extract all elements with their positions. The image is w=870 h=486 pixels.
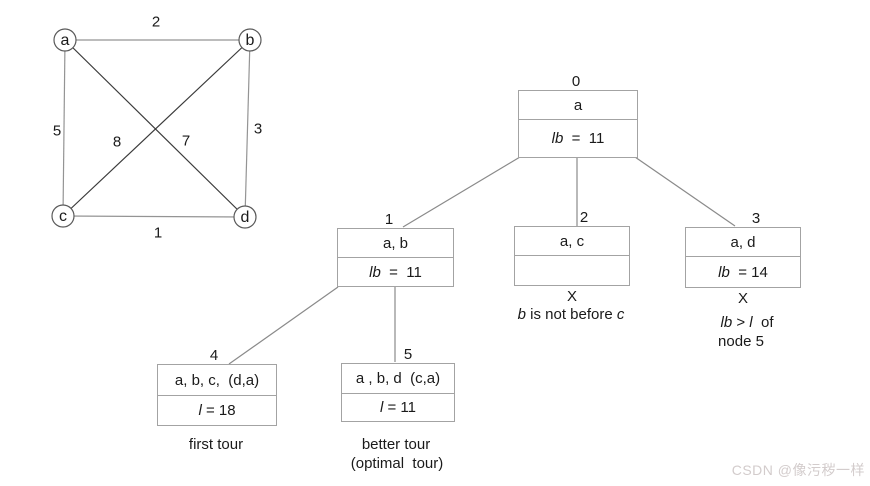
pruned-x-mark-node3: X bbox=[737, 290, 749, 307]
tree-node-5: 5 a , b, d (c,a) l = 11 bbox=[341, 347, 455, 422]
tree-node-1-path: a, b bbox=[338, 229, 453, 258]
tree-node-1: 1 a, b lb = 11 bbox=[337, 212, 454, 287]
edge-weight-ab: 2 bbox=[151, 13, 161, 31]
prune-reason-node2: b is not before c bbox=[518, 306, 625, 325]
tree-node-0: 0 a lb = 11 bbox=[518, 74, 638, 158]
reason-text: is not before bbox=[525, 306, 617, 323]
tree-node-4-length: l = 18 bbox=[158, 396, 276, 425]
tree-node-1-bound: lb = 11 bbox=[338, 258, 453, 286]
tree-edge-0-1 bbox=[402, 156, 521, 228]
graph-edge-bd bbox=[244, 39, 251, 218]
length-value: = 18 bbox=[201, 402, 236, 419]
tree-node-2-number: 2 bbox=[579, 209, 589, 226]
tree-node-3: 3 a, d lb = 14 bbox=[685, 211, 801, 288]
var-b: b bbox=[517, 306, 526, 323]
graph-edge-ad bbox=[64, 39, 246, 218]
tree-node-5-length: l = 11 bbox=[342, 394, 454, 421]
tree-node-4: 4 a, b, c, (d,a) l = 18 bbox=[157, 348, 277, 426]
tree-node-5-path: a , b, d (c,a) bbox=[342, 364, 454, 394]
edge-weight-cd: 1 bbox=[153, 224, 163, 242]
graph-node-circle-c bbox=[51, 204, 75, 228]
bound-value: = 11 bbox=[380, 263, 422, 281]
tree-edge-1-4 bbox=[228, 286, 339, 365]
tree-node-4-number: 4 bbox=[209, 347, 219, 364]
tree-node-2-bound bbox=[515, 256, 629, 285]
gt-sign: > bbox=[732, 314, 750, 331]
tree-node-0-number: 0 bbox=[571, 73, 581, 90]
graph-node-circle-d bbox=[233, 205, 257, 229]
of-text: of bbox=[752, 314, 774, 331]
graph-edge-ac bbox=[62, 39, 66, 217]
graph-node-label-a: a bbox=[60, 32, 70, 49]
var-lb: lb bbox=[720, 314, 733, 331]
pruned-x-mark-node2: X bbox=[566, 288, 578, 305]
bound-value: = 14 bbox=[729, 263, 768, 281]
bound-variable: lb bbox=[718, 263, 730, 281]
length-variable: l bbox=[379, 399, 384, 416]
edge-weight-ac: 5 bbox=[52, 122, 62, 140]
tree-node-5-number: 5 bbox=[403, 346, 413, 363]
var-c: c bbox=[616, 306, 625, 323]
better-tour-caption: better tour bbox=[361, 436, 431, 453]
first-tour-caption: first tour bbox=[188, 436, 244, 453]
optimal-tour-caption: (optimal tour) bbox=[350, 455, 444, 472]
tree-node-3-number: 3 bbox=[751, 210, 761, 227]
graph-node-circle-b bbox=[238, 28, 262, 52]
edge-weight-bd: 3 bbox=[253, 120, 263, 138]
graph-node-label-d: d bbox=[240, 209, 250, 226]
length-value: = 11 bbox=[383, 399, 416, 416]
tree-node-3-bound: lb = 14 bbox=[686, 257, 800, 287]
tree-node-0-path: a bbox=[519, 91, 637, 120]
bound-value: = 11 bbox=[563, 130, 605, 147]
tree-node-2: 2 a, c bbox=[514, 210, 630, 286]
tree-node-4-path: a, b, c, (d,a) bbox=[158, 365, 276, 396]
graph-node-circle-a bbox=[53, 28, 77, 52]
graph-edge-cd bbox=[62, 215, 246, 218]
var-l: l bbox=[749, 314, 753, 331]
length-variable: l bbox=[198, 402, 202, 419]
graph-node-label-b: b bbox=[245, 32, 255, 49]
tree-node-0-bound: lb = 11 bbox=[519, 120, 637, 157]
csdn-watermark: CSDN @像污秽一样 bbox=[731, 462, 865, 478]
prune-reason-node3-line2: node 5 bbox=[718, 333, 764, 350]
prune-reason-node3-line1: lb > l of bbox=[721, 314, 774, 333]
edge-weight-ad: 7 bbox=[181, 132, 191, 150]
edge-weight-bc: 8 bbox=[112, 133, 122, 151]
bound-variable: lb bbox=[551, 130, 564, 147]
tree-node-3-path: a, d bbox=[686, 228, 800, 257]
graph-edge-bc bbox=[62, 39, 251, 217]
tree-node-2-path: a, c bbox=[515, 227, 629, 256]
bound-variable: lb bbox=[369, 263, 381, 281]
tree-node-1-number: 1 bbox=[384, 211, 394, 228]
tree-edge-0-3 bbox=[634, 156, 736, 227]
graph-node-label-c: c bbox=[59, 208, 67, 225]
